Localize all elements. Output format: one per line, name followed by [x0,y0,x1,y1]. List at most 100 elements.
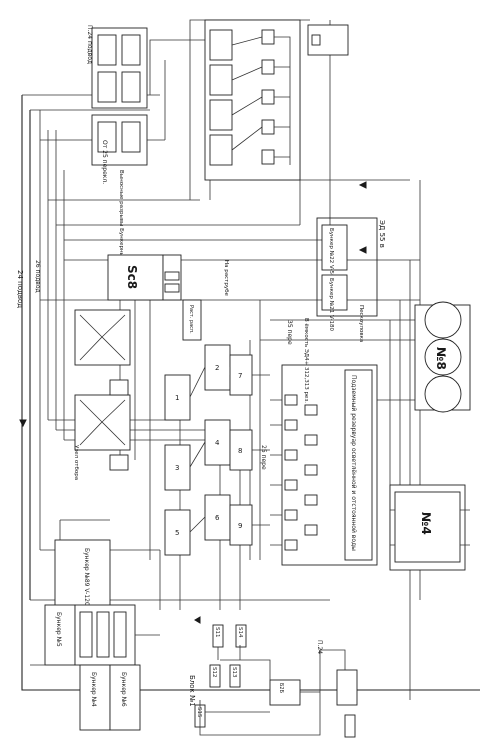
res-valve-1 [284,394,298,406]
s13-box [229,664,241,688]
tank-no8-circle-2 [424,338,462,376]
top-right-stack [204,19,349,181]
pump-unit-2 [204,344,231,391]
left-lower-bunkers: Бункер №89 V-120 Бункер №5 Бункер №4 Бун… [30,519,160,731]
label-v-emk: В ёмкость ЭД4+ 312,313 рез. [303,318,309,403]
reservoir-label-panel [344,369,373,561]
block-n-label: Блок №1 [188,675,196,707]
s13-label: S13 [231,667,237,678]
res-valve-6 [284,539,298,551]
tank-group-no8: №8 [414,301,471,413]
bunker-5-slot-2 [96,611,110,658]
res-valve-9 [304,464,318,476]
pump-unit-8-label: 8 [238,447,242,455]
sc8-side-slot-2 [164,283,180,293]
tank-no8-circle-1 [424,301,462,339]
bunker-6-label: Бункер №6 [120,672,127,707]
s11-label: S11 [214,627,220,638]
to-rast-label: На раструбе [223,260,229,296]
res-valve-2 [284,419,298,431]
reservoir-valves [270,394,318,551]
pump-unit-3-label: 3 [175,464,179,472]
s15-label: S15 [196,707,202,718]
label-p35: 35 пере [286,320,293,345]
tank-no8-circle-3 [424,375,462,413]
pump-unit-6-label: 6 [215,514,220,522]
block-n-group: Блок №1 S15 S12 S13 S11 S14 Б2Б П.24 [188,624,358,738]
reservoir-group: Подземный резервуар осветлённой и отстоя… [260,318,378,566]
pump-unit-5 [164,509,191,556]
bunker-5-slot-1 [79,611,93,658]
pump-unit-7-label: 7 [238,372,242,380]
top-tank-e [97,121,117,153]
ras-ras-label: Раст. расп. [188,305,194,334]
top-right-unit-1 [209,29,233,61]
small-tank-bottom [344,714,356,738]
top-right-unit-4 [209,134,233,166]
s12-label: S12 [211,667,217,678]
label-pescholovka: Пескоуловка [358,305,364,342]
flow-arrows [19,181,367,624]
pump-unit-5-label: 5 [175,529,179,537]
label-p25: 25 пере [260,445,267,470]
top-tank-f [121,121,141,153]
pump-unit-4-label: 4 [215,439,220,447]
top-right-small-sq [311,34,321,46]
top-right-unit-3 [209,99,233,131]
sc8-group: Sc8 [107,254,182,301]
tank-no4-inner [394,491,461,563]
bt-box [269,679,301,706]
res-valve-4 [284,479,298,491]
bunker-22-box [321,224,348,271]
top-right-unit-2 [209,64,233,96]
label-tanks-note: Выносные разрывы Бункерный 4, 6 [118,170,125,273]
filter-small-1 [109,379,129,396]
label-from25: От 25 перекл. [101,140,108,184]
top-tanks-group [91,27,148,166]
tank-no8-label: №8 [434,347,448,370]
top-tank-c [97,71,117,103]
bt-label: Б2Б [278,683,284,694]
uzel-label: Узел отбора [73,445,79,480]
pump-unit-2-label: 2 [215,364,219,372]
top-tank-a [97,34,117,66]
top-right-valve-2 [261,59,275,75]
filters-middle: Узел отбора [73,309,131,480]
bunker-21-box [321,274,348,311]
label-left-26: 26 подвод [34,260,41,293]
res-valve-11 [304,524,318,536]
bunker-5-slot-3 [113,611,127,658]
res-valve-8 [304,434,318,446]
tank-group-no4: №4 [389,484,470,571]
sc8-side-slot-1 [164,271,180,281]
bunker-89-box [54,539,111,611]
pump-unit-9-label: 9 [238,522,242,530]
sc8-box [107,254,164,301]
reservoir-label: Подземный резервуар осветлённой и отстоя… [350,375,357,551]
p24-bottom-label: П.24 [316,640,323,654]
label-p55: ЭД 55 в [378,220,386,248]
bunker-6-box [109,664,141,731]
s12-box [209,664,221,688]
label-top-mid: П.24 подвод [86,25,93,64]
bunker-89-label: Бункер №89 V-120 [83,548,90,606]
top-tank-b [121,34,141,66]
top-right-valve-1 [261,29,275,45]
small-tank-right [336,669,358,706]
res-valve-3 [284,449,298,461]
top-right-valve-5 [261,149,275,165]
bunker-4-label: Бункер №4 [90,672,97,707]
pump-unit-3 [164,444,191,491]
bunker-21-22-group: Бункер №22 V-500 Бункер №21 V-180 [316,217,378,331]
s14-box [235,624,247,648]
top-right-valve-3 [261,89,275,105]
res-valve-5 [284,509,298,521]
pump-unit-1-label: 1 [175,394,179,402]
top-tank-d [121,71,141,103]
bunker-21-22-frame [316,217,378,317]
res-valve-10 [304,494,318,506]
pump-unit-1 [164,374,191,421]
s14-label: S14 [237,627,243,638]
filter-small-2 [109,454,129,471]
